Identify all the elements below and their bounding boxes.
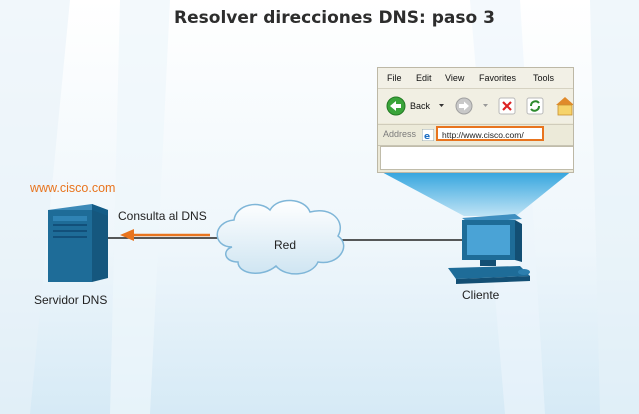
dns-server-label: Servidor DNS (34, 293, 108, 307)
address-input[interactable]: http://www.cisco.com/ (436, 126, 544, 141)
projection-beam (378, 170, 573, 216)
back-dropdown-icon (439, 104, 444, 107)
menu-tools[interactable]: Tools (533, 73, 555, 83)
client-pc-icon (448, 214, 530, 284)
stop-icon[interactable] (498, 97, 516, 115)
query-arrow (120, 229, 210, 241)
network-label: Red (274, 238, 297, 252)
refresh-icon[interactable] (526, 97, 544, 115)
menu-view[interactable]: View (445, 73, 465, 83)
address-label: Address (383, 129, 417, 139)
forward-arrow-icon[interactable] (455, 97, 473, 115)
home-icon[interactable] (556, 97, 573, 116)
back-button-label[interactable]: Back (410, 101, 431, 111)
browser-content-area (380, 146, 573, 170)
menu-edit[interactable]: Edit (416, 73, 432, 83)
page-title: Resolver direcciones DNS: paso 3 (174, 8, 495, 28)
client-label: Cliente (462, 288, 500, 302)
address-bar: Address e http://www.cisco.com/ (378, 124, 573, 146)
menu-file[interactable]: File (387, 73, 402, 83)
ie-page-icon: e (422, 129, 434, 141)
browser-menubar: File Edit View Favorites Tools (378, 68, 573, 89)
forward-dropdown-icon (483, 104, 488, 107)
network-cloud-icon (216, 199, 345, 275)
dns-server-icon (48, 204, 108, 282)
browser-toolbar: Back (378, 89, 573, 123)
query-label: Consulta al DNS (118, 209, 207, 223)
browser-window: File Edit View Favorites Tools (377, 67, 574, 173)
dns-server-url-label: www.cisco.com (30, 181, 116, 195)
svg-text:e: e (424, 132, 430, 141)
back-arrow-icon[interactable] (386, 96, 406, 116)
menu-favorites[interactable]: Favorites (479, 73, 517, 83)
